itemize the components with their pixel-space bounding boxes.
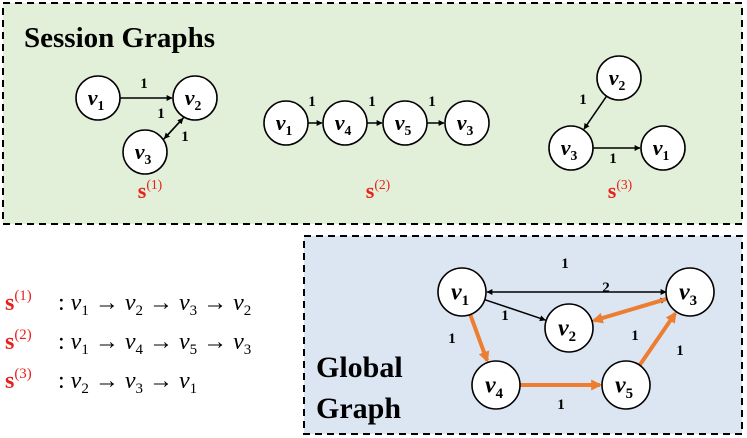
session-2-node-v3-label: v3 bbox=[457, 110, 474, 138]
session-1-node-v3: v3 bbox=[122, 129, 168, 175]
session-3-node-v3: v3 bbox=[548, 125, 594, 171]
global-node-v4-label: v4 bbox=[485, 373, 504, 402]
global-node-v1-circle bbox=[437, 267, 487, 317]
global-edge-v1-v2 bbox=[484, 298, 546, 322]
session-2-node-v3: v3 bbox=[444, 100, 490, 146]
session-1-node-v1: v1 bbox=[75, 75, 121, 121]
global-node-v4-circle bbox=[471, 360, 521, 410]
session-2-node-v4: v4 bbox=[322, 100, 368, 146]
session-graph-2: 1 1 1 v1 v4 v5 v3 s(2) bbox=[263, 94, 490, 203]
global-node-v1: v1 bbox=[437, 267, 487, 317]
session-1-node-v3-label: v3 bbox=[135, 139, 152, 167]
session-2-node-v4-circle bbox=[322, 100, 368, 146]
session-2-weight-2: 1 bbox=[368, 94, 376, 110]
global-node-v3: v3 bbox=[665, 267, 715, 317]
global-panel-title-line-2: Graph bbox=[316, 392, 401, 425]
global-edge-v3-v2 bbox=[591, 296, 668, 324]
session-1-node-v2-label: v2 bbox=[185, 85, 202, 113]
global-edge-v5-v3 bbox=[637, 311, 677, 367]
session-graph-3: 1 1 v2 v3 v1 s(3) bbox=[548, 55, 686, 203]
global-node-v5-label: v5 bbox=[615, 373, 633, 402]
session-2-label: s(2) bbox=[366, 177, 390, 203]
global-weight-1: 1 bbox=[561, 256, 569, 272]
sequence-2-label: s(2) bbox=[5, 327, 32, 355]
global-weight-6: 1 bbox=[557, 397, 565, 413]
session-3-node-v1: v1 bbox=[640, 125, 686, 171]
global-panel-title-line-1: Global bbox=[316, 351, 403, 384]
session-1-node-v2-circle bbox=[172, 75, 218, 121]
session-3-label: s(3) bbox=[608, 177, 632, 203]
session-3-node-v2: v2 bbox=[596, 55, 642, 101]
sequence-2-items: : v1 → v4 → v5 → v3 bbox=[58, 329, 251, 358]
global-node-v4: v4 bbox=[471, 360, 521, 410]
session-1-node-v3-circle bbox=[122, 129, 168, 175]
global-node-v3-circle bbox=[665, 267, 715, 317]
global-graph-group: 1 2 1 1 1 1 1 v1 v2 v3 v4 v5 bbox=[437, 256, 715, 413]
session-2-node-v4-label: v4 bbox=[335, 110, 352, 138]
sequence-row-2: s(2) : v1 → v4 → v5 → v3 bbox=[5, 327, 251, 358]
global-node-v5-circle bbox=[601, 360, 651, 410]
session-2-weight-3: 1 bbox=[428, 94, 436, 110]
global-node-v2-label: v2 bbox=[558, 316, 576, 345]
global-edge-v1-v4 bbox=[468, 313, 490, 363]
session-3-weight-1: 1 bbox=[579, 92, 587, 108]
session-1-node-v1-circle bbox=[75, 75, 121, 121]
session-1-node-v1-label: v1 bbox=[88, 85, 105, 113]
session-3-node-v1-circle bbox=[640, 125, 686, 171]
session-panel-title: Session Graphs bbox=[24, 22, 215, 54]
session-2-node-v3-circle bbox=[444, 100, 490, 146]
global-weight-7: 1 bbox=[676, 343, 684, 359]
session-2-node-v1-circle bbox=[263, 100, 309, 146]
global-node-v2-circle bbox=[544, 303, 594, 353]
session-3-node-v3-label: v3 bbox=[561, 135, 578, 163]
global-node-v3-label: v3 bbox=[679, 280, 697, 309]
global-weight-4: 1 bbox=[631, 328, 639, 344]
global-weight-3: 1 bbox=[501, 308, 509, 324]
session-3-weight-2: 1 bbox=[609, 151, 617, 167]
global-weight-5: 1 bbox=[448, 331, 456, 347]
session-2-node-v1: v1 bbox=[263, 100, 309, 146]
global-node-v2: v2 bbox=[544, 303, 594, 353]
session-3-edge-v2-v3 bbox=[583, 95, 608, 130]
session-3-node-v2-label: v2 bbox=[609, 65, 626, 93]
sequence-1-label: s(1) bbox=[5, 288, 32, 316]
global-node-v1-label: v1 bbox=[451, 280, 469, 309]
session-2-weight-1: 1 bbox=[308, 94, 316, 110]
session-1-weight-2: 1 bbox=[157, 106, 165, 122]
session-sequence-list: s(1) : v1 → v2 → v3 → v2 s(2) : v1 → v4 → v… bbox=[5, 288, 251, 397]
session-2-node-v1-label: v1 bbox=[276, 110, 293, 138]
session-1-weight-1: 1 bbox=[140, 76, 148, 92]
global-panel-box bbox=[303, 235, 743, 435]
session-2-node-v5: v5 bbox=[382, 100, 428, 146]
sequence-row-1: s(1) : v1 → v2 → v3 → v2 bbox=[5, 288, 251, 319]
session-3-node-v3-circle bbox=[548, 125, 594, 171]
global-weight-2: 2 bbox=[602, 280, 610, 296]
session-1-weight-3: 1 bbox=[181, 129, 189, 145]
session-1-node-v2: v2 bbox=[172, 75, 218, 121]
sequence-1-items: : v1 → v2 → v3 → v2 bbox=[58, 290, 251, 319]
session-3-node-v2-circle bbox=[596, 55, 642, 101]
global-node-v5: v5 bbox=[601, 360, 651, 410]
session-panel-box bbox=[2, 2, 743, 225]
session-2-node-v5-circle bbox=[382, 100, 428, 146]
session-3-node-v1-label: v1 bbox=[653, 135, 670, 163]
sequence-3-label: s(3) bbox=[5, 366, 32, 394]
session-1-edge-v3-v2 bbox=[163, 117, 184, 140]
sequence-3-items: : v2 → v3 → v1 bbox=[58, 368, 197, 397]
session-1-label: s(1) bbox=[138, 177, 162, 203]
sequence-row-3: s(3) : v2 → v3 → v1 bbox=[5, 366, 197, 397]
global-graph-panel: Global Graph 1 2 1 1 1 1 1 v1 v2 v3 v4 v5 bbox=[303, 235, 743, 435]
session-2-node-v5-label: v5 bbox=[395, 110, 412, 138]
